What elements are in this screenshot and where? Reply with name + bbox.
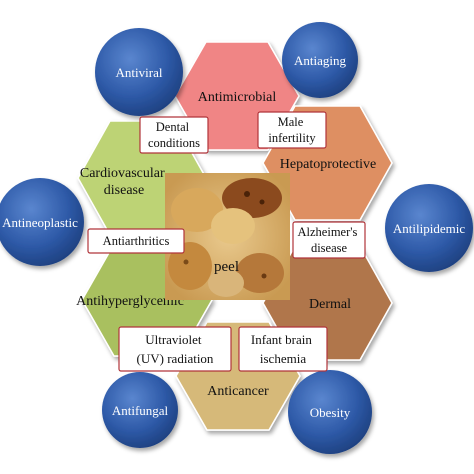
circle-antineoplastic-label: Antineoplastic bbox=[2, 215, 78, 230]
box-dental-label: Dental conditions bbox=[148, 120, 200, 150]
circle-obesity-label: Obesity bbox=[310, 405, 351, 420]
circle-antiviral: Antiviral bbox=[95, 28, 183, 116]
box-male-infertility-label: Male infertility bbox=[268, 115, 316, 145]
box-antiarthritics: Antiarthritics bbox=[87, 228, 185, 254]
hex-antihyperglycemic-label: Antihyperglycemic bbox=[76, 294, 184, 309]
box-antiarthritics-frame bbox=[87, 228, 185, 254]
hex-cardiovascular-label: Cardiovascular disease bbox=[80, 166, 168, 198]
box-infant-brain-label: Infant brain ischemia bbox=[251, 332, 315, 366]
center-peel-label: peel bbox=[214, 259, 239, 275]
hex-antimicrobial-label: Antimicrobial bbox=[198, 90, 277, 105]
circle-obesity-shape bbox=[288, 370, 372, 454]
peel-piece bbox=[168, 242, 212, 290]
box-ultraviolet-label: Ultraviolet (UV) radiation bbox=[137, 332, 214, 366]
box-alzheimers-label: Alzheimer's disease bbox=[298, 225, 361, 255]
circle-antifungal: Antifungal bbox=[102, 372, 178, 448]
hex-dermal-label: Dermal bbox=[309, 297, 351, 312]
hex-anticancer-label: Anticancer bbox=[207, 384, 269, 399]
box-antiarthritics-label: Antiarthritics bbox=[103, 234, 170, 248]
peel-piece bbox=[171, 188, 223, 232]
peel-piece bbox=[208, 269, 244, 297]
box-dental-frame bbox=[139, 116, 209, 154]
box-male-infertility: Male infertility bbox=[257, 111, 327, 149]
circle-antilipidemic-label: Antilipidemic bbox=[393, 221, 465, 236]
box-infant-brain-frame bbox=[238, 326, 328, 372]
peel-speck bbox=[183, 259, 189, 265]
box-alzheimers-disease: Alzheimer's disease bbox=[292, 221, 366, 259]
box-dental-conditions: Dental conditions bbox=[139, 116, 209, 154]
peel-speck bbox=[244, 191, 250, 197]
circle-antineoplastic-shape bbox=[0, 178, 84, 266]
peel-speck bbox=[261, 273, 267, 279]
box-male-infertility-frame bbox=[257, 111, 327, 149]
circle-antiviral-label: Antiviral bbox=[116, 65, 163, 80]
circle-antilipidemic-shape bbox=[385, 184, 473, 272]
box-infant-brain-ischemia: Infant brain ischemia bbox=[238, 326, 328, 372]
circle-obesity: Obesity bbox=[288, 370, 372, 454]
circle-antiaging-label: Antiaging bbox=[294, 53, 346, 68]
box-ultraviolet-radiation: Ultraviolet (UV) radiation bbox=[118, 326, 232, 372]
circle-antilipidemic: Antilipidemic bbox=[385, 184, 473, 272]
peel-speck bbox=[259, 199, 265, 205]
circle-antifungal-label: Antifungal bbox=[112, 403, 169, 418]
hex-hepatoprotective-label: Hepatoprotective bbox=[280, 157, 376, 172]
box-alzheimers-frame bbox=[292, 221, 366, 259]
circle-antiaging: Antiaging bbox=[282, 22, 358, 98]
circle-antineoplastic: Antineoplastic bbox=[0, 178, 84, 266]
center-peel-image: peel bbox=[165, 173, 290, 300]
peel-piece bbox=[236, 253, 284, 293]
circle-antiviral-shape bbox=[95, 28, 183, 116]
circle-antifungal-shape bbox=[102, 372, 178, 448]
peel-piece bbox=[211, 208, 255, 244]
box-ultraviolet-frame bbox=[118, 326, 232, 372]
circle-antiaging-shape bbox=[282, 22, 358, 98]
peel-piece bbox=[222, 178, 282, 218]
